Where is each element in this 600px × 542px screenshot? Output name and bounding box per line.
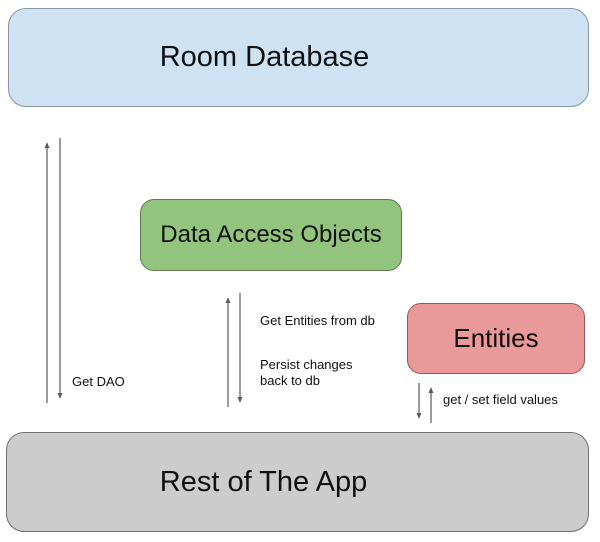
- node-data-access-objects-label: Data Access Objects: [160, 221, 382, 248]
- node-entities-label: Entities: [453, 323, 539, 353]
- node-rest-of-the-app-label: Rest of The App: [159, 465, 368, 498]
- node-entities: Entities: [407, 303, 585, 374]
- edge-label-get-set: get / set field values: [443, 392, 558, 407]
- node-rest-of-the-app: Rest of The App: [6, 432, 589, 532]
- node-data-access-objects: Data Access Objects: [140, 199, 402, 271]
- edge-label-persist: Persist changes back to db: [260, 357, 353, 388]
- node-room-database-label: Room Database: [159, 41, 370, 73]
- edge-label-get-entities: Get Entities from db: [260, 313, 375, 328]
- node-room-database: Room Database: [8, 8, 589, 107]
- edge-label-get-dao: Get DAO: [72, 374, 125, 389]
